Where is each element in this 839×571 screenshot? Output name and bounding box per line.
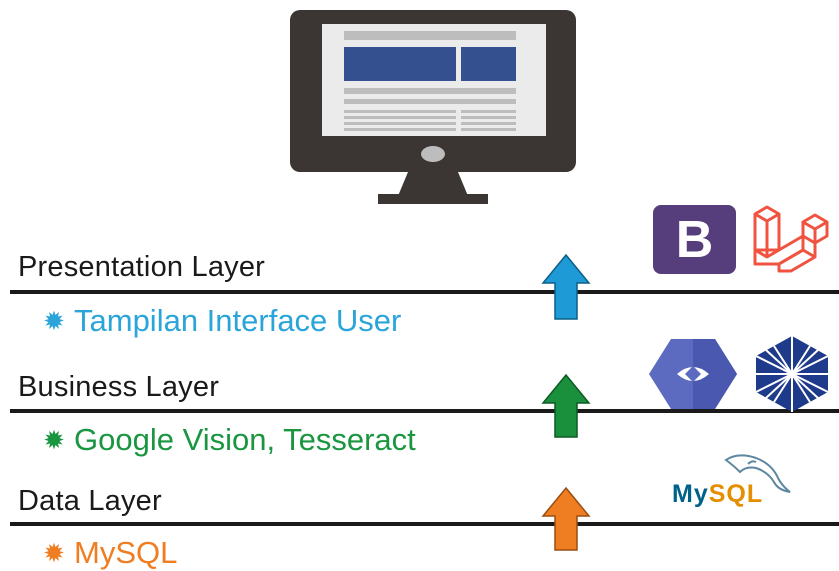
presentation-layer-label: Presentation Layer xyxy=(18,251,266,283)
presentation-layer-detail-text: Tampilan Interface User xyxy=(74,303,402,338)
data-layer-label: Data Layer xyxy=(18,485,162,517)
mysql-logo-text: MySQL xyxy=(672,480,764,508)
desktop-monitor-icon xyxy=(290,10,576,204)
burst-bullet-icon: ✹ xyxy=(43,305,65,336)
business-layer-detail: ✹ Google Vision, Tesseract xyxy=(40,422,416,458)
presentation-layer-detail: ✹ Tampilan Interface User xyxy=(40,303,401,339)
up-arrow-icon xyxy=(541,486,591,551)
business-layer-divider xyxy=(10,409,839,413)
up-arrow-icon xyxy=(541,253,591,320)
data-layer-detail-text: MySQL xyxy=(74,535,178,570)
dolphin-icon xyxy=(724,454,791,493)
data-layer-detail: ✹ MySQL xyxy=(40,535,177,571)
burst-bullet-icon: ✹ xyxy=(43,537,65,568)
laravel-icon xyxy=(753,205,829,273)
bootstrap-icon: B xyxy=(653,205,736,274)
google-cloud-vision-icon xyxy=(649,339,737,409)
mysql-logo: MySQL xyxy=(672,450,832,522)
tesseract-icon xyxy=(755,336,829,412)
business-layer-detail-text: Google Vision, Tesseract xyxy=(74,422,416,457)
presentation-layer-divider xyxy=(10,290,839,294)
burst-bullet-icon: ✹ xyxy=(43,424,65,455)
up-arrow-icon xyxy=(541,373,591,438)
data-layer-divider xyxy=(10,522,839,526)
business-layer-label: Business Layer xyxy=(18,371,220,403)
